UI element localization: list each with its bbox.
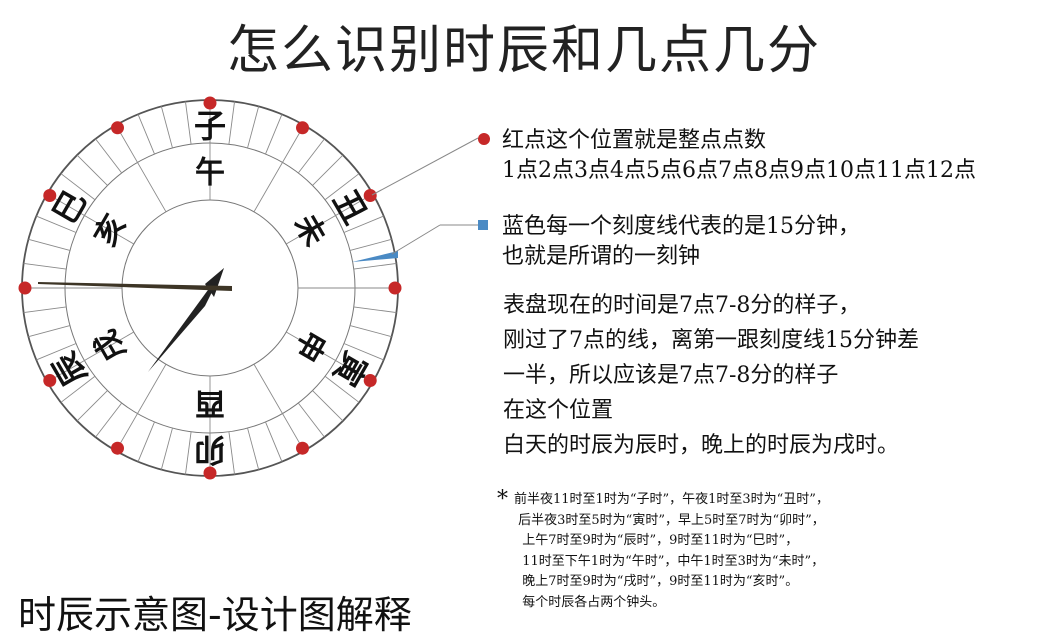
legend-blue-line: 也就是所谓的一刻钟 — [502, 244, 701, 269]
tick-line — [46, 331, 135, 383]
tick-line — [23, 306, 67, 313]
tick-line — [46, 193, 135, 245]
tick-line — [60, 375, 96, 403]
tick-line — [343, 343, 384, 361]
diagram-subtitle: 时辰示意图-设计图解释 — [18, 593, 412, 637]
tick-line — [137, 114, 155, 155]
page-title: 怎么识别时辰和几点几分 — [226, 21, 821, 81]
branch-label: 子 — [194, 107, 226, 145]
tick-lines — [22, 100, 398, 476]
tick-line — [324, 375, 360, 403]
tick-line — [95, 402, 123, 438]
tick-line — [253, 124, 305, 213]
hour-dot — [363, 189, 377, 202]
tick-line — [297, 138, 325, 174]
footnote-line: 每个时辰各占两个钟头。 — [514, 594, 666, 610]
tick-line — [60, 173, 96, 201]
tick-line — [228, 431, 235, 475]
tick-line — [228, 101, 235, 145]
hour-dot — [111, 441, 124, 455]
footnote-line: 后半夜3时至5时为“寅时”，早上5时至7时为“卯时”， — [514, 512, 825, 528]
tick-line — [185, 431, 192, 475]
legend-blue: 蓝色每一个刻度线代表的是15分钟， 也就是所谓的一刻钟 — [478, 212, 860, 272]
hour-dot — [296, 121, 309, 135]
hour-dot — [18, 281, 32, 295]
branch-label: 戌 — [88, 324, 133, 367]
tick-line — [324, 173, 360, 201]
hour-dot — [43, 189, 57, 202]
tick-line — [28, 238, 71, 251]
tick-line — [160, 106, 173, 149]
tick-line — [297, 402, 325, 438]
tick-line — [28, 325, 71, 338]
tick-line — [137, 421, 155, 462]
legend-blue-line: 蓝色每一个刻度线代表的是15分钟， — [502, 214, 860, 239]
explanation-line: 刚过了7点的线，离第一跟刻度线15分钟差 — [503, 328, 919, 353]
tick-line — [353, 306, 397, 313]
blue-square-icon — [478, 220, 488, 230]
hour-dot — [388, 281, 402, 295]
tick-line — [285, 331, 374, 383]
tick-line — [312, 390, 344, 422]
tick-line — [76, 390, 108, 422]
branch-label: 卯 — [194, 431, 226, 469]
tick-line — [36, 343, 77, 361]
leader-line-blue — [391, 224, 441, 255]
footnote: * 前半夜11时至1时为“子时”，午夜1时至3时为“丑时”， 后半夜3时至5时为… — [497, 487, 829, 613]
branch-label: 午 — [195, 156, 225, 191]
tick-line — [353, 263, 397, 270]
branch-label: 酉 — [195, 386, 225, 421]
legend-red-line: 1点2点3点4点5点6点7点8点9点10点11点12点 — [502, 158, 976, 183]
tick-line — [23, 263, 67, 270]
minute-hand — [38, 282, 232, 291]
tick-line — [265, 114, 283, 155]
hour-dot — [43, 374, 57, 387]
tick-line — [95, 138, 123, 174]
tick-line — [253, 363, 305, 452]
explanation-text: 表盘现在的时间是7点7-8分的样子， 刚过了7点的线，离第一跟刻度线15分钟差 … — [503, 288, 919, 463]
legend-red: 红点这个位置就是整点点数 1点2点3点4点5点6点7点8点9点10点11点12点 — [478, 126, 976, 186]
leader-line-red — [371, 137, 479, 196]
footnote-marker: * — [497, 487, 508, 512]
tick-line — [312, 154, 344, 186]
branch-label: 申 — [287, 324, 332, 367]
tick-line — [265, 421, 283, 462]
blue-quarter-tick — [352, 251, 398, 262]
explanation-line: 在这个位置 — [503, 398, 614, 423]
hour-dot — [111, 121, 124, 135]
footnote-line: 上午7时至9时为“辰时”，9时至11时为“巳时”， — [514, 533, 799, 548]
red-dot-icon — [478, 133, 490, 145]
branch-label: 亥 — [88, 209, 133, 252]
tick-line — [349, 325, 392, 338]
branch-label: 未 — [287, 209, 332, 252]
hour-dot — [363, 374, 377, 387]
footnote-lines: 前半夜11时至1时为“子时”，午夜1时至3时为“丑时”， 后半夜3时至5时为“寅… — [514, 490, 829, 613]
footnote-line: 11时至下午1时为“午时”，中午1时至3时为“未时”， — [514, 553, 825, 569]
hour-dot — [203, 466, 217, 480]
explanation-line: 一半，所以应该是7点7-8分的样子 — [503, 363, 839, 388]
tick-line — [115, 363, 167, 452]
explanation-line: 表盘现在的时间是7点7-8分的样子， — [503, 293, 861, 318]
tick-line — [247, 427, 260, 470]
legend-blue-text: 蓝色每一个刻度线代表的是15分钟， 也就是所谓的一刻钟 — [502, 212, 860, 272]
tick-line — [285, 193, 374, 245]
tick-line — [76, 154, 108, 186]
hour-dots — [18, 96, 402, 480]
legend-red-text: 红点这个位置就是整点点数 1点2点3点4点5点6点7点8点9点10点11点12点 — [502, 126, 976, 186]
tick-line — [115, 124, 167, 213]
legend-red-line: 红点这个位置就是整点点数 — [502, 128, 767, 153]
hour-dot — [203, 96, 217, 110]
footnote-line: 前半夜11时至1时为“子时”，午夜1时至3时为“丑时”， — [514, 492, 829, 507]
tick-line — [343, 215, 384, 233]
tick-line — [36, 215, 77, 233]
hour-dot — [296, 441, 309, 455]
tick-line — [247, 106, 260, 149]
tick-line — [349, 238, 392, 251]
footnote-line: 晚上7时至9时为“戌时”，9时至11时为“亥时”。 — [514, 574, 799, 589]
tick-line — [160, 427, 173, 470]
explanation-line: 白天的时辰为辰时，晚上的时辰为戌时。 — [503, 433, 900, 458]
tick-line — [185, 101, 192, 145]
hour-hand — [148, 268, 224, 372]
